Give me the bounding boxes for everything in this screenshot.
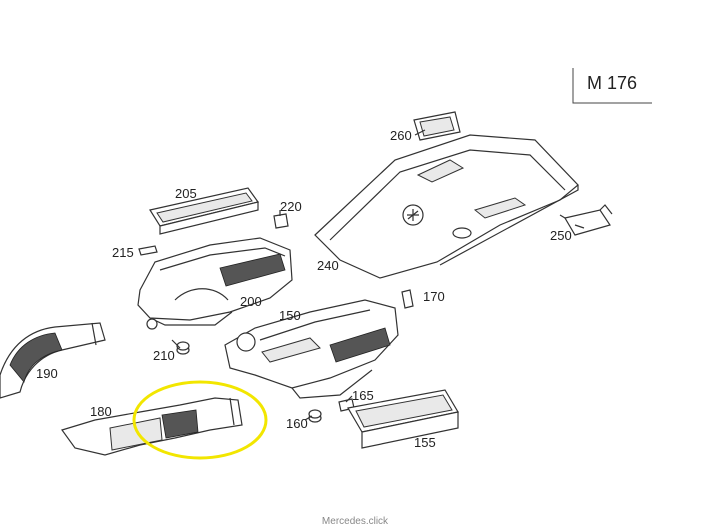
- callout-155: 155: [414, 435, 436, 450]
- callout-190: 190: [36, 366, 58, 381]
- callout-240: 240: [317, 258, 339, 273]
- footer-watermark: Mercedes.click: [321, 516, 389, 527]
- callout-170: 170: [423, 289, 445, 304]
- part-155-filter-element[interactable]: [347, 389, 459, 449]
- part-260[interactable]: [413, 111, 461, 141]
- callout-165: 165: [352, 388, 374, 403]
- leader-lines: [171, 129, 585, 421]
- callout-250: 250: [550, 228, 572, 243]
- part-220-clip[interactable]: [273, 213, 289, 229]
- callout-180: 180: [90, 404, 112, 419]
- part-250-bracket[interactable]: [559, 204, 613, 236]
- model-label: M 176: [587, 73, 638, 93]
- model-label-box: [572, 68, 652, 104]
- part-240-engine-cover[interactable]: [314, 134, 579, 279]
- part-180-air-duct[interactable]: [61, 397, 243, 456]
- callout-205: 205: [175, 186, 197, 201]
- callout-220: 220: [280, 199, 302, 214]
- callout-200: 200: [240, 294, 262, 309]
- callout-160: 160: [286, 416, 308, 431]
- highlight-ring: [132, 380, 268, 460]
- part-210-grommet[interactable]: [176, 341, 190, 355]
- callout-260: 260: [390, 128, 412, 143]
- part-150-filter-housing[interactable]: [224, 299, 399, 399]
- callout-150: 150: [279, 308, 301, 323]
- part-190-air-duct[interactable]: [0, 322, 106, 399]
- callout-210: 210: [153, 348, 175, 363]
- part-215[interactable]: [138, 245, 158, 256]
- callout-215: 215: [112, 245, 134, 260]
- part-200-filter-housing[interactable]: [137, 237, 293, 330]
- part-160-grommet[interactable]: [308, 409, 322, 423]
- part-170-clip[interactable]: [401, 289, 414, 309]
- part-205-filter-element[interactable]: [149, 187, 260, 235]
